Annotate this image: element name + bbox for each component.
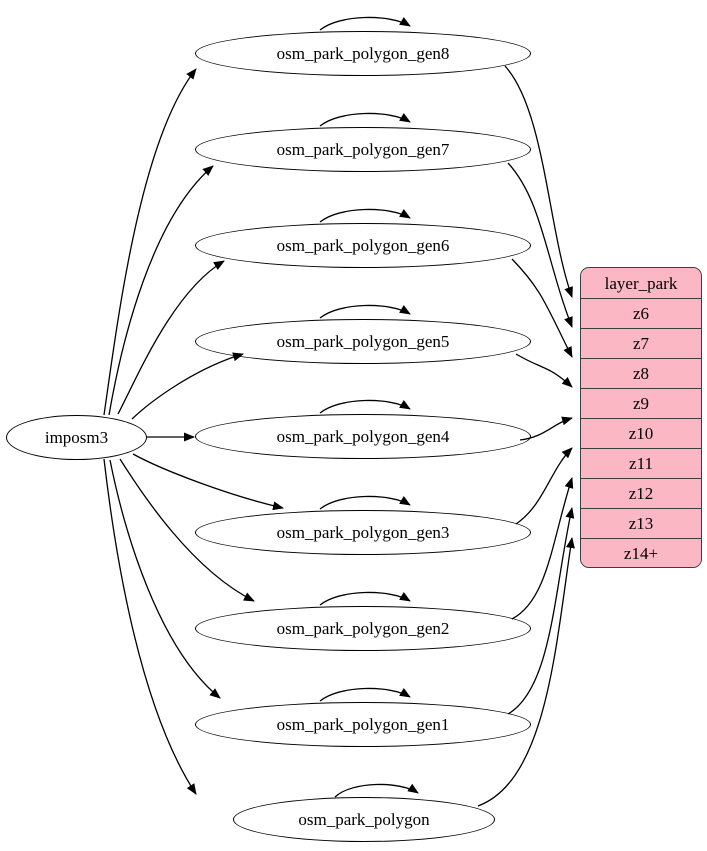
edge-selfloop-gen1 [319, 687, 411, 702]
node-osm-park-polygon-gen3[interactable]: osm_park_polygon_gen3 [195, 510, 531, 555]
layer-park-row-z11[interactable]: z11 [581, 449, 701, 479]
node-osm-park-polygon-gen5[interactable]: osm_park_polygon_gen5 [195, 319, 531, 364]
layer-park-row-z7[interactable]: z7 [581, 329, 701, 359]
layer-park-row-z14plus[interactable]: z14+ [581, 539, 701, 567]
layer-park-table[interactable]: layer_park z6 z7 z8 z9 z10 z11 z12 z13 z… [580, 267, 702, 568]
layer-park-row-z9[interactable]: z9 [581, 389, 701, 419]
edge-selfloop-gen4 [319, 399, 411, 414]
node-osm-park-polygon-gen7[interactable]: osm_park_polygon_gen7 [195, 127, 531, 172]
layer-park-row-z13[interactable]: z13 [581, 509, 701, 539]
edge-selfloop-gen2 [319, 591, 411, 606]
node-osm-park-polygon-gen4[interactable]: osm_park_polygon_gen4 [195, 414, 531, 459]
node-osm-park-polygon-label: osm_park_polygon [298, 810, 430, 829]
node-osm-park-polygon-gen3-label: osm_park_polygon_gen3 [276, 523, 450, 542]
node-osm-park-polygon[interactable]: osm_park_polygon [233, 797, 495, 842]
node-osm-park-polygon-gen8-label: osm_park_polygon_gen8 [276, 44, 450, 63]
node-osm-park-polygon-gen8[interactable]: osm_park_polygon_gen8 [195, 31, 531, 76]
node-osm-park-polygon-gen2[interactable]: osm_park_polygon_gen2 [195, 606, 531, 651]
edge-base-z14 [477, 537, 575, 807]
layer-park-header: layer_park [581, 268, 701, 299]
edge-imposm3-gen7 [108, 165, 214, 416]
edge-selfloop-gen5 [319, 304, 411, 319]
edge-imposm3-gen1 [109, 459, 221, 699]
layer-park-row-z8[interactable]: z8 [581, 359, 701, 389]
edge-selfloop-base [334, 783, 419, 798]
edge-gen2-z12 [511, 477, 574, 620]
layer-park-row-z12[interactable]: z12 [581, 479, 701, 509]
edge-selfloop-gen3 [319, 495, 411, 510]
node-osm-park-polygon-gen2-label: osm_park_polygon_gen2 [276, 619, 450, 638]
layer-park-row-z6[interactable]: z6 [581, 299, 701, 329]
edge-gen3-z11 [515, 447, 573, 525]
node-osm-park-polygon-gen1-label: osm_park_polygon_gen1 [276, 715, 450, 734]
node-osm-park-polygon-gen6[interactable]: osm_park_polygon_gen6 [195, 223, 531, 268]
edge-gen5-z9 [515, 353, 573, 388]
node-imposm3-label: imposm3 [44, 428, 109, 447]
node-osm-park-polygon-gen7-label: osm_park_polygon_gen7 [276, 140, 450, 159]
node-osm-park-polygon-gen5-label: osm_park_polygon_gen5 [276, 332, 450, 351]
edge-gen8-z6 [504, 65, 573, 298]
layer-park-row-z10[interactable]: z10 [581, 419, 701, 449]
edge-selfloop-gen6 [319, 208, 411, 223]
edge-imposm3-gen5 [131, 352, 244, 420]
edge-selfloop-gen7 [319, 112, 411, 127]
node-osm-park-polygon-gen6-label: osm_park_polygon_gen6 [276, 236, 450, 255]
node-osm-park-polygon-gen4-label: osm_park_polygon_gen4 [276, 427, 450, 446]
edge-imposm3-base [103, 458, 197, 795]
edge-imposm3-gen3 [132, 453, 284, 511]
edge-selfloop-gen8 [319, 16, 411, 31]
node-osm-park-polygon-gen1[interactable]: osm_park_polygon_gen1 [195, 702, 531, 747]
node-imposm3[interactable]: imposm3 [6, 415, 147, 460]
edge-imposm3-gen8 [103, 68, 197, 416]
